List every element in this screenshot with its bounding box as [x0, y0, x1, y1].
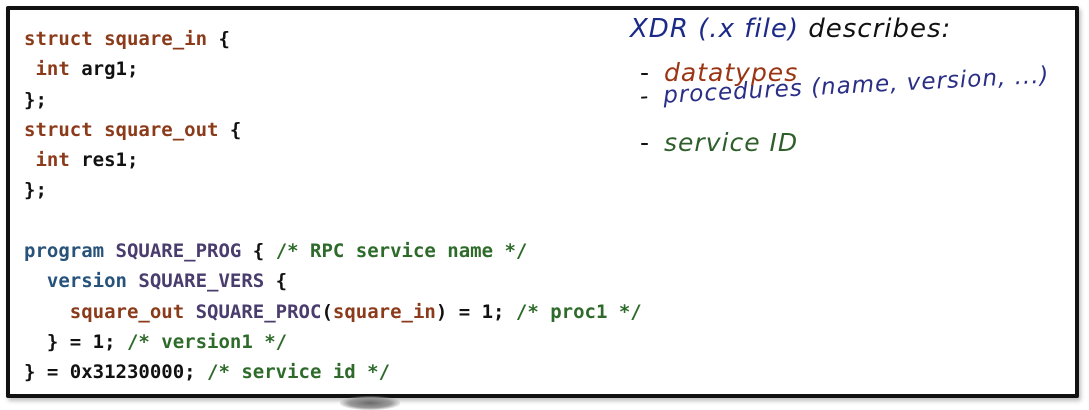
code-token: /* version1 */: [126, 330, 288, 353]
code-token: } = 0x31230000;: [24, 361, 208, 384]
xdr-code-block: struct square_in { int arg1;}; struct squ…: [24, 24, 642, 388]
code-token: };: [24, 179, 47, 202]
code-token: int: [24, 149, 82, 172]
code-token: program: [24, 240, 116, 263]
code-line: };: [24, 175, 642, 205]
code-line: int arg1;: [24, 54, 642, 84]
code-line: } = 1; /* version1 */: [24, 327, 642, 357]
code-token: (: [321, 300, 333, 323]
code-line: int res1;: [24, 145, 642, 175]
code-token: {: [252, 240, 276, 263]
code-token: /* service id */: [207, 361, 391, 384]
code-slide-frame: [6, 6, 1079, 398]
code-line: square_out SQUARE_PROC(square_in) = 1; /…: [24, 297, 642, 327]
code-token: {: [275, 270, 288, 293]
code-token: };: [24, 88, 47, 111]
code-line: program SQUARE_PROG { /* RPC service nam…: [24, 236, 642, 266]
code-token: SQUARE_PROG: [115, 240, 253, 263]
code-token: square_out: [24, 300, 196, 323]
code-line: struct square_out {: [24, 115, 642, 145]
code-token: /* proc1 */: [515, 300, 642, 323]
code-token: {: [229, 118, 242, 141]
code-token: } = 1;: [24, 330, 127, 353]
code-token: version: [24, 270, 139, 293]
code-token: SQUARE_PROC: [195, 300, 322, 323]
code-token: ) = 1;: [435, 300, 516, 323]
code-token: struct square_in: [24, 28, 219, 50]
code-token: SQUARE_VERS: [138, 270, 276, 293]
code-token: {: [218, 28, 230, 50]
code-token: struct square_out: [24, 118, 230, 141]
code-line: [24, 206, 642, 236]
code-token: arg1;: [81, 58, 139, 81]
code-line: };: [24, 85, 642, 115]
code-token: square_in: [332, 300, 436, 323]
code-token: res1;: [81, 149, 139, 172]
code-line: struct square_in {: [24, 24, 642, 54]
code-line: version SQUARE_VERS {: [24, 266, 642, 296]
code-line: } = 0x31230000; /* service id */: [24, 357, 642, 387]
smudge-mark: [340, 396, 400, 410]
code-token: int: [24, 58, 82, 81]
code-token: /* RPC service name */: [275, 240, 528, 263]
